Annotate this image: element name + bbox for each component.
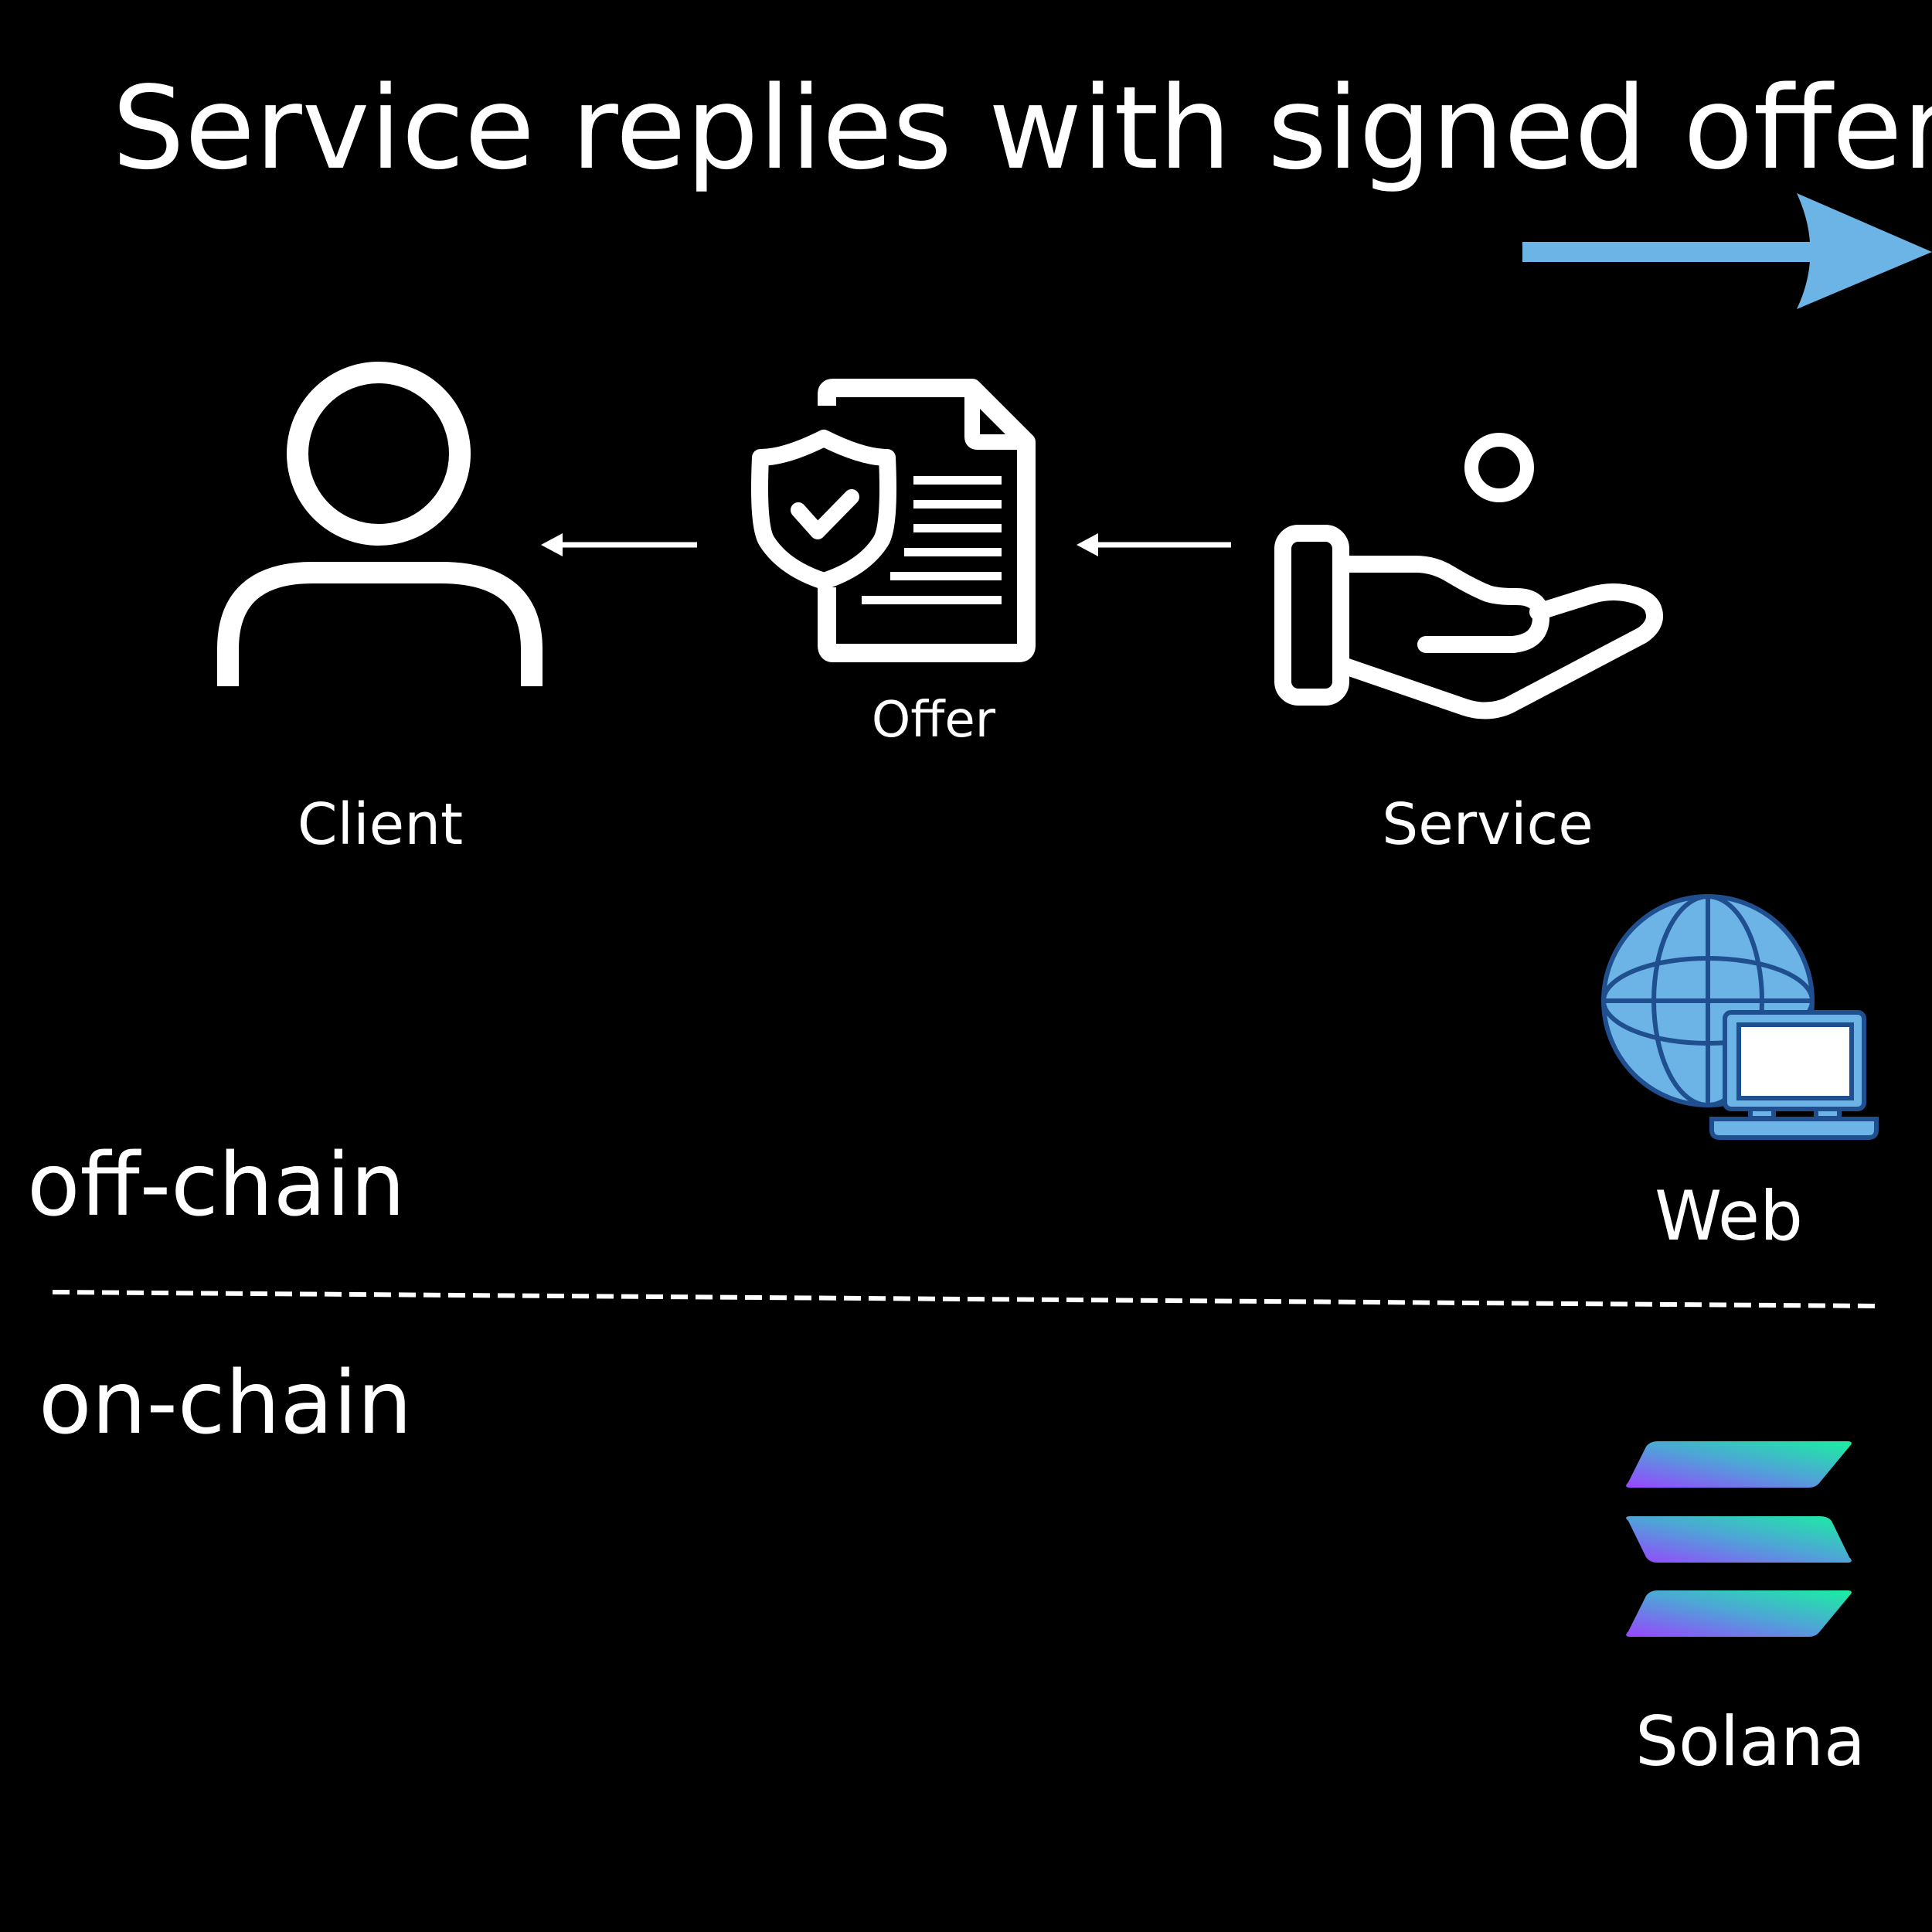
signed-document-icon (751, 379, 1036, 662)
solana-logo-icon (1626, 1441, 1852, 1637)
globe-laptop-icon (1601, 894, 1879, 1140)
service-label: Service (1382, 791, 1594, 858)
hand-gear-icon (1274, 433, 1663, 719)
offer-label: Offer (871, 692, 996, 749)
arrow-offer-to-client-icon (541, 533, 697, 556)
web-label: Web (1655, 1176, 1803, 1256)
onchain-layer-label: on-chain (39, 1353, 413, 1454)
offchain-layer-label: off-chain (27, 1135, 406, 1236)
arrow-service-to-offer-icon (1077, 533, 1231, 556)
client-label: Client (297, 791, 464, 858)
user-icon (217, 362, 543, 686)
page-title: Service replies with signed offer (112, 62, 1932, 195)
direction-arrow-icon (1522, 193, 1932, 309)
solana-label: Solana (1635, 1702, 1866, 1781)
chain-divider (52, 1290, 1879, 1308)
